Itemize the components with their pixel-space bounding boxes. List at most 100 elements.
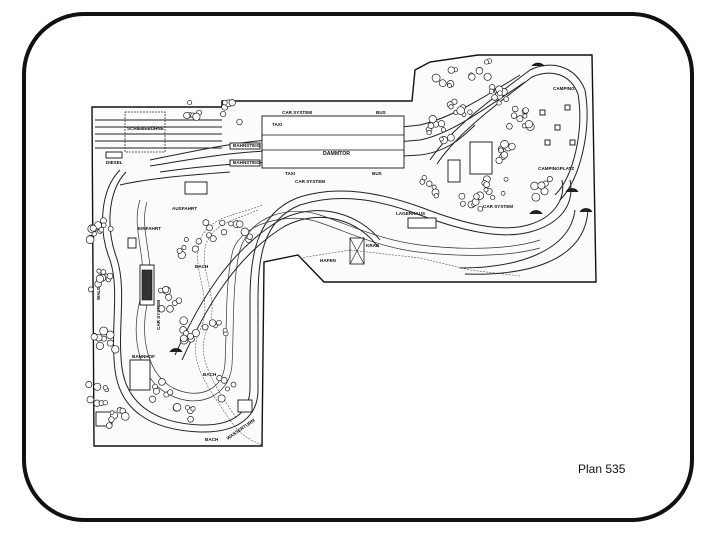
tree (180, 334, 188, 343)
tree (228, 220, 234, 227)
tree (100, 269, 107, 275)
trees (85, 58, 553, 429)
tree (483, 181, 490, 188)
tree (524, 120, 533, 129)
tree (228, 99, 236, 107)
tree (98, 226, 105, 233)
tree (109, 410, 115, 415)
tree (427, 122, 435, 129)
tree (111, 345, 120, 354)
tree (537, 181, 546, 190)
tree (426, 180, 433, 187)
tree (202, 219, 210, 226)
tree (183, 111, 191, 120)
tree (89, 224, 97, 232)
tree (240, 227, 250, 237)
tree (191, 245, 199, 253)
tree (473, 193, 480, 200)
tree (447, 133, 455, 142)
crane (349, 237, 365, 265)
tree (522, 113, 528, 119)
tree (222, 327, 228, 333)
label-schiebebuehne: SCHIEBEBÜHNE (127, 125, 164, 131)
label-wald: WALD (96, 286, 101, 300)
tree (500, 191, 506, 196)
tree (490, 194, 496, 201)
tree (183, 237, 189, 243)
label-bus-bottom: BUS (372, 171, 382, 176)
tree (431, 184, 437, 190)
tree (503, 96, 509, 102)
tree (531, 192, 541, 202)
inner-track-2 (144, 201, 541, 394)
tree (216, 319, 222, 326)
tree (511, 105, 519, 113)
tree (220, 229, 228, 236)
station-building (261, 115, 405, 169)
tree (90, 333, 98, 341)
label-camping: CAMPING (553, 86, 575, 91)
tree (93, 382, 102, 391)
harbour-water (299, 249, 521, 277)
label-kran: KRAN (366, 243, 380, 248)
tree (166, 305, 174, 313)
tree (209, 235, 217, 243)
tunnel-portals (169, 62, 593, 353)
tree (179, 316, 188, 325)
plan-caption: Plan 535 (578, 462, 626, 476)
tree (459, 200, 466, 207)
diagonal-track-2 (181, 217, 379, 361)
label-bach-2: BACH (203, 372, 217, 377)
tree (503, 176, 509, 182)
tree (246, 233, 253, 240)
tree (87, 286, 94, 293)
tree (99, 326, 109, 336)
tree (101, 222, 107, 228)
label-taxi-bottom: TAXI (285, 171, 295, 176)
tree (195, 238, 202, 245)
tree (187, 99, 193, 106)
label-bahnhof: BAHNHOF (132, 354, 155, 359)
label-bach-3: BACH (205, 437, 219, 442)
inner-track (135, 199, 541, 402)
label-ausfahrt: AUSFAHRT (172, 206, 197, 211)
tree (497, 90, 503, 96)
baseboard-outline (91, 54, 597, 447)
tree (157, 305, 166, 313)
tree (500, 140, 509, 149)
diagonal-track (174, 210, 381, 356)
platform-2 (229, 159, 261, 167)
tree (477, 205, 484, 212)
tree (483, 72, 492, 81)
tree (105, 330, 115, 340)
tree (219, 219, 226, 226)
tree (172, 403, 182, 412)
tree (190, 406, 196, 412)
tree (510, 112, 518, 119)
label-car-system-mid: CAR SYSTEM (295, 179, 325, 184)
tree (447, 66, 455, 74)
tree (108, 416, 115, 423)
tree (121, 412, 130, 421)
tree (516, 115, 524, 123)
tree (491, 94, 498, 101)
tree (167, 389, 174, 396)
tree (483, 187, 489, 193)
tree (467, 109, 473, 115)
tree (496, 100, 502, 106)
tunnel-track-2 (464, 209, 589, 275)
stream (195, 204, 263, 446)
label-car-system-left: CAR SYSTEM (156, 300, 161, 330)
tree (217, 394, 226, 403)
label-lagerhaus: LAGERHAUS (396, 211, 425, 216)
tree (220, 110, 227, 118)
label-dammtor: DAMMTOR (323, 151, 350, 157)
tree (175, 297, 183, 304)
label-diesel: DIESEL (106, 160, 123, 165)
tunnel-track (459, 209, 576, 269)
tree (495, 156, 503, 165)
platform-1 (229, 142, 261, 150)
tree (484, 59, 490, 65)
tree (165, 293, 173, 301)
